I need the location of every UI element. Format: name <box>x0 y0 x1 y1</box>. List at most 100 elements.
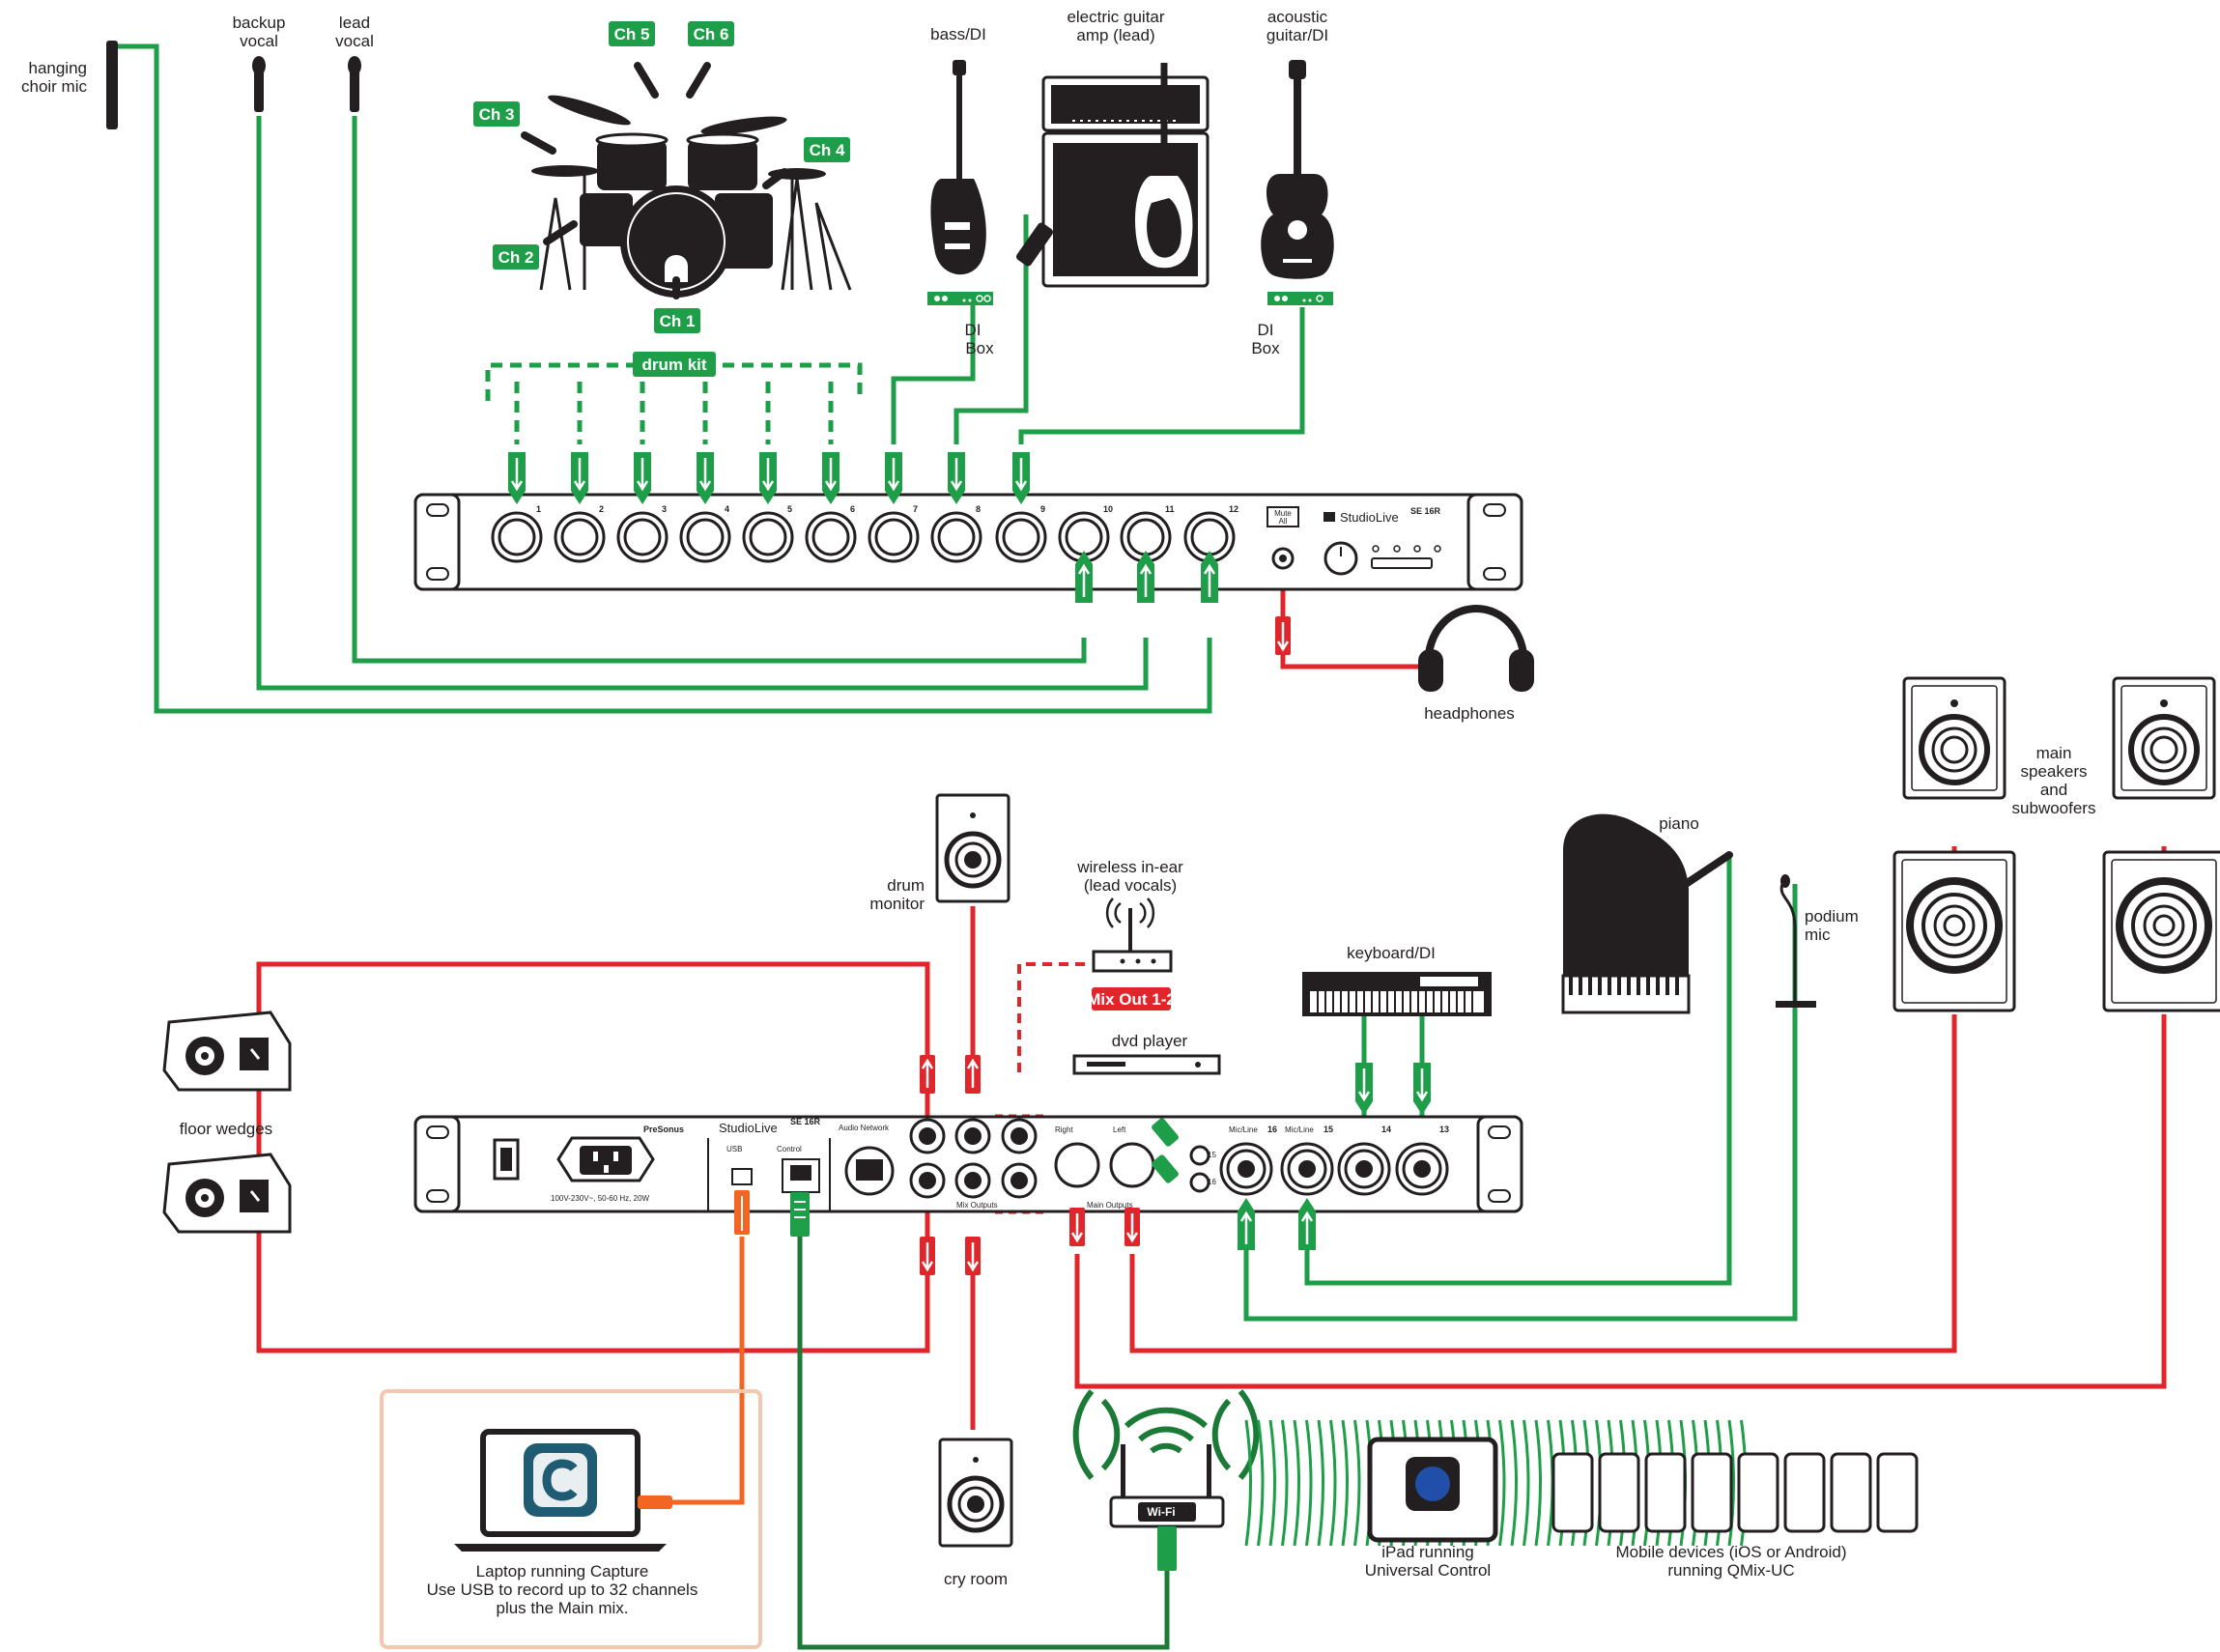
mobile-device <box>1830 1452 1872 1533</box>
acoustic-label-2: guitar/DI <box>1267 26 1328 44</box>
mobile-label-1: Mobile devices (iOS or Android) <box>1615 1543 1846 1561</box>
laptop-box: Laptop running Capture Use USB to record… <box>380 1389 762 1649</box>
di-box-bass-label-1: DI <box>965 321 982 339</box>
mix-output-jack <box>1001 1118 1038 1154</box>
backup-vocal-label-2: vocal <box>240 32 278 50</box>
front-channel-number: 1 <box>536 504 541 514</box>
signal-wave <box>1547 1419 1554 1547</box>
front-input-12: 12 <box>1183 504 1238 605</box>
front-channel-number: 12 <box>1229 504 1238 514</box>
mic-line-15: Mic/Line <box>1285 1125 1314 1134</box>
di-box-bass: DI Box <box>927 292 994 357</box>
usb-label: USB <box>726 1145 742 1154</box>
rear-num-13: 13 <box>1439 1125 1449 1134</box>
rear-num-14: 14 <box>1381 1125 1391 1134</box>
drum-mics <box>521 62 788 299</box>
front-channel-number: 8 <box>976 504 981 514</box>
bottom-green-wiring <box>1138 855 1798 1322</box>
signal-wave <box>1268 1419 1276 1547</box>
laptop-label-2: Use USB to record up to 32 channels <box>427 1581 698 1599</box>
mix-outputs-label: Mix Outputs <box>956 1201 998 1210</box>
main-speakers-label-3: and <box>2040 781 2067 799</box>
electric-guitar-label-1: electric guitar <box>1067 8 1164 26</box>
rear-model: SE 16R <box>790 1117 821 1126</box>
drum-monitor-label-1: drum <box>887 876 925 895</box>
front-channel-number: 6 <box>850 504 855 514</box>
mix-output-jack <box>1001 1162 1038 1199</box>
front-channel-number: 9 <box>1040 504 1045 514</box>
bass-guitar-icon: bass/DI <box>930 25 986 275</box>
bass-label: bass/DI <box>930 25 986 43</box>
acoustic-label-1: acoustic <box>1267 8 1328 26</box>
front-input-2: 2 <box>554 450 606 563</box>
signal-wave <box>1317 1419 1324 1547</box>
tag-ch5: Ch 5 <box>614 25 650 43</box>
mobile-device <box>1598 1452 1640 1533</box>
keyboard-di: keyboard/DI <box>1302 944 1492 1016</box>
front-input-6: 6 <box>805 450 857 563</box>
mobile-device <box>1737 1452 1779 1533</box>
ipad-label-2: Universal Control <box>1365 1561 1491 1580</box>
rear-panel: 100V-230V~, 50-60 Hz, 20W PreSonus Studi… <box>413 1115 1523 1213</box>
drum-kit-bracket <box>485 362 863 444</box>
front-channel-number: 5 <box>787 504 792 514</box>
ipad-label-1: iPad running <box>1381 1543 1473 1561</box>
rear-connectors <box>734 1053 1433 1277</box>
acoustic-guitar-icon: acoustic guitar/DI <box>1261 8 1334 279</box>
drum-monitor-label-2: monitor <box>869 895 925 913</box>
rca-15: 15 <box>1208 1151 1216 1159</box>
mobile-device <box>1876 1452 1919 1533</box>
headphones-icon: headphones <box>1418 605 1534 723</box>
floor-wedges-label: floor wedges <box>180 1120 272 1138</box>
podium-label-1: podium <box>1805 907 1859 926</box>
tag-ch4: Ch 4 <box>810 141 845 159</box>
rear-num-16: 16 <box>1267 1125 1277 1134</box>
signal-wave <box>1341 1419 1349 1547</box>
lead-vocal-label-2: vocal <box>335 32 374 50</box>
front-model: SE 16R <box>1410 506 1441 516</box>
mobile-devices: Mobile devices (iOS or Android) running … <box>1551 1452 1919 1580</box>
signal-wave <box>1329 1419 1337 1547</box>
front-brand: StudioLive <box>1340 510 1399 525</box>
mobile-device <box>1551 1452 1594 1533</box>
front-input-7: 7 <box>868 450 920 563</box>
wifi-router: Wi-Fi <box>1072 1389 1260 1571</box>
front-channel-number: 2 <box>599 504 604 514</box>
wifi-waves <box>1244 1419 1748 1547</box>
backup-vocal-label-1: backup <box>233 14 286 32</box>
headphone-plug <box>1273 614 1293 657</box>
front-input-11: 11 <box>1120 504 1175 605</box>
di-box-bass-label-2: Box <box>965 339 994 357</box>
mute-all-button <box>1267 506 1299 527</box>
signal-wave <box>1510 1419 1518 1547</box>
main-speakers-label-4: subwoofers <box>2012 799 2096 817</box>
front-input-10: 10 <box>1058 504 1113 605</box>
lead-vocal-mic: lead vocal <box>335 14 374 112</box>
floor-wedges: floor wedges <box>162 1011 292 1234</box>
headphones-label: headphones <box>1424 704 1515 723</box>
front-channel-number: 10 <box>1103 504 1113 514</box>
signal-wave <box>1305 1419 1313 1547</box>
main-outputs-label: Main Outputs <box>1087 1201 1133 1210</box>
hanging-choir-mic: hanging choir mic <box>21 41 118 129</box>
front-channel-number: 3 <box>662 504 667 514</box>
signal-wave <box>1727 1419 1735 1547</box>
main-speakers: main speakers and subwoofers <box>1894 678 2220 1011</box>
di-box-acoustic-label-1: DI <box>1258 321 1274 339</box>
rear-brand: PreSonus <box>643 1125 684 1134</box>
headphone-cable <box>1280 560 1430 669</box>
hanging-choir-mic-label-2: choir mic <box>21 77 88 96</box>
mobile-device <box>1691 1452 1733 1533</box>
main-speakers-label-2: speakers <box>2021 762 2088 781</box>
wireless-label-1: wireless in-ear <box>1076 858 1183 876</box>
tag-ch1: Ch 1 <box>660 312 696 330</box>
drum-kit-icon <box>531 95 852 298</box>
front-input-8: 8 <box>930 450 982 563</box>
ipad: iPad running Universal Control <box>1365 1437 1498 1580</box>
mobile-device <box>1644 1452 1687 1533</box>
mobile-device <box>1783 1452 1826 1533</box>
hanging-choir-mic-label-1: hanging <box>28 59 87 77</box>
laptop-label-1: Laptop running Capture <box>476 1562 649 1581</box>
